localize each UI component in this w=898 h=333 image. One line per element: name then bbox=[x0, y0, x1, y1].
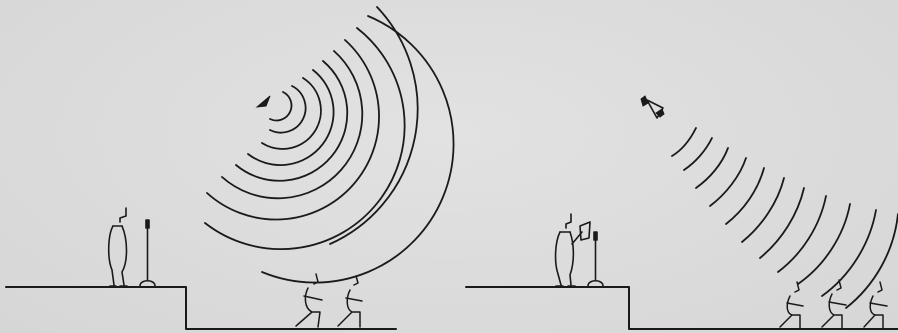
right-panel bbox=[466, 96, 898, 329]
right-sound-waves bbox=[672, 128, 898, 308]
left-loudspeaker-icon bbox=[257, 96, 270, 107]
left-microphone-stand bbox=[140, 220, 155, 286]
left-stage-outline bbox=[6, 287, 396, 329]
left-listener-2 bbox=[338, 276, 362, 327]
right-microphone-stand bbox=[588, 232, 603, 286]
right-speaker-person bbox=[556, 214, 590, 286]
right-listener-1 bbox=[780, 282, 803, 328]
left-speaker-person bbox=[109, 208, 127, 286]
right-loudspeaker-icon bbox=[641, 96, 664, 118]
left-panel bbox=[6, 7, 454, 329]
right-stage-outline bbox=[466, 287, 898, 329]
right-listener-3 bbox=[864, 282, 887, 328]
left-sound-waves bbox=[205, 7, 454, 283]
